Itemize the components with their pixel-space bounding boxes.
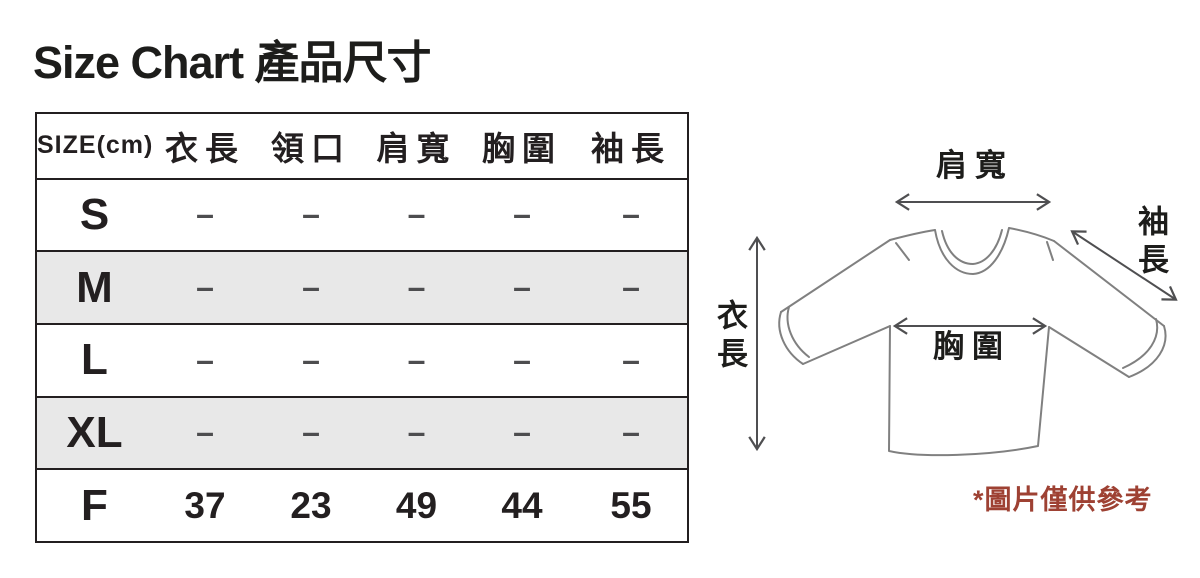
value-cell: – bbox=[469, 177, 575, 253]
right-cuff-inner bbox=[1122, 318, 1159, 369]
left-sleeve-bottom bbox=[802, 325, 891, 365]
shoulder-width-label: 肩寬 bbox=[936, 148, 1014, 183]
value-cell: – bbox=[575, 322, 688, 398]
table-row-l: L – – – – – bbox=[36, 322, 688, 398]
value-cell: – bbox=[575, 395, 688, 471]
size-cell: L bbox=[36, 322, 152, 398]
value-cell: – bbox=[152, 177, 258, 253]
right-shoulder-seam bbox=[1046, 241, 1054, 261]
value-cell: – bbox=[469, 395, 575, 471]
left-cuff-inner bbox=[786, 306, 810, 358]
measurement-arrows bbox=[748, 193, 1178, 452]
size-cell: S bbox=[36, 177, 152, 253]
value-cell: – bbox=[469, 322, 575, 398]
value-cell: – bbox=[258, 322, 364, 398]
value-cell: – bbox=[364, 250, 469, 325]
size-chart-table: SIZE(cm) 衣長 領口 肩寬 胸圍 袖長 S – – – – – M – … bbox=[35, 112, 689, 543]
header-shoulder-width: 肩寬 bbox=[364, 112, 469, 180]
value-cell: – bbox=[258, 395, 364, 471]
value-cell: 37 bbox=[152, 468, 258, 543]
garment-length-label: 衣長 bbox=[712, 299, 747, 375]
reference-note: *圖片僅供參考 bbox=[973, 485, 1153, 515]
size-cell: M bbox=[36, 250, 152, 325]
size-cell: F bbox=[36, 468, 152, 543]
sleeve-length-label: 袖長 bbox=[1133, 205, 1168, 281]
value-cell: – bbox=[258, 177, 364, 253]
right-cuff-outer bbox=[1128, 325, 1167, 378]
header-neckline: 領口 bbox=[258, 112, 364, 180]
page-title: Size Chart 產品尺寸 bbox=[33, 37, 432, 88]
table-row-f: F 37 23 49 44 55 bbox=[36, 468, 688, 543]
value-cell: 23 bbox=[258, 468, 364, 543]
table-row-xl: XL – – – – – bbox=[36, 395, 688, 471]
table-row-m: M – – – – – bbox=[36, 250, 688, 325]
value-cell: 49 bbox=[364, 468, 469, 543]
table-row-s: S – – – – – bbox=[36, 177, 688, 253]
sleeve-length-arrow bbox=[1070, 230, 1178, 301]
left-shoulder-seam bbox=[895, 242, 910, 261]
header-sleeve-length: 袖長 bbox=[575, 112, 688, 180]
left-sleeve-outer bbox=[780, 239, 891, 313]
shirt-sketch-svg bbox=[748, 193, 1178, 457]
collar-inner bbox=[941, 229, 1003, 265]
right-sleeve-bottom bbox=[1048, 326, 1130, 378]
left-cuff-outer bbox=[778, 311, 804, 365]
value-cell: – bbox=[364, 322, 469, 398]
collar-outer bbox=[934, 227, 1010, 275]
shoulder-edge-left bbox=[889, 229, 936, 241]
value-cell: – bbox=[152, 250, 258, 325]
table-header-row: SIZE(cm) 衣長 領口 肩寬 胸圍 袖長 bbox=[36, 112, 688, 180]
value-cell: – bbox=[152, 322, 258, 398]
size-cell: XL bbox=[36, 395, 152, 471]
header-chest: 胸圍 bbox=[469, 112, 575, 180]
value-cell: – bbox=[364, 395, 469, 471]
value-cell: 55 bbox=[575, 468, 688, 543]
torso bbox=[888, 325, 1050, 457]
value-cell: – bbox=[364, 177, 469, 253]
shoulder-edge-right bbox=[1008, 227, 1055, 242]
chest-width-label: 胸圍 bbox=[933, 329, 1011, 364]
value-cell: – bbox=[469, 250, 575, 325]
value-cell: – bbox=[575, 177, 688, 253]
shirt-outline bbox=[778, 227, 1167, 457]
header-garment-length: 衣長 bbox=[152, 112, 258, 180]
value-cell: 44 bbox=[469, 468, 575, 543]
header-size: SIZE(cm) bbox=[36, 112, 152, 180]
value-cell: – bbox=[152, 395, 258, 471]
value-cell: – bbox=[575, 250, 688, 325]
value-cell: – bbox=[258, 250, 364, 325]
